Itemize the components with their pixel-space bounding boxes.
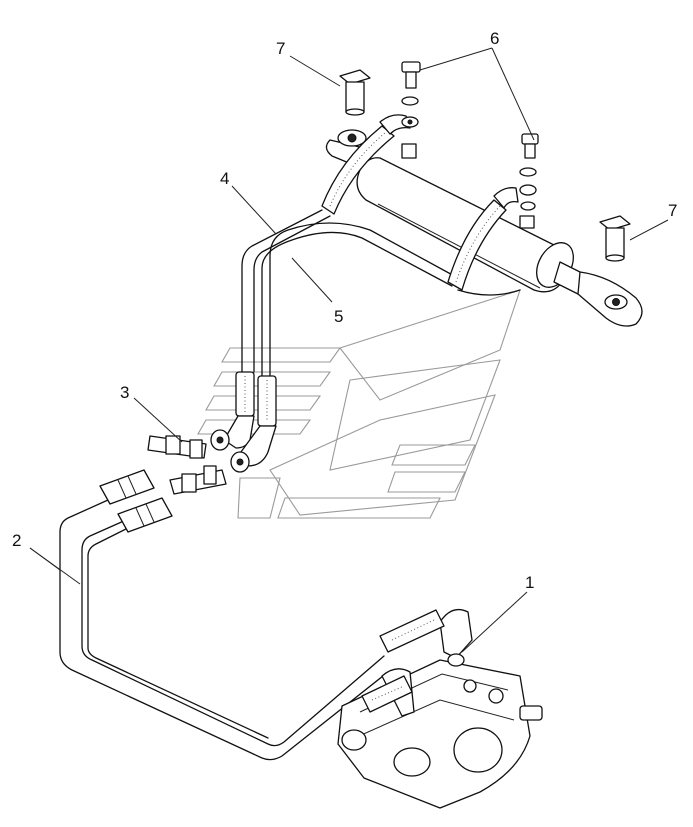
hose-end-fittings	[210, 371, 277, 473]
callout-3: 3	[120, 383, 129, 402]
control-valve	[337, 608, 543, 809]
leader-lines	[29, 47, 669, 653]
return-hoses	[59, 499, 389, 761]
callout-5: 5	[334, 307, 343, 326]
callout-1: 1	[525, 573, 534, 592]
callout-7-right: 7	[668, 201, 677, 220]
callout-7-left: 7	[276, 39, 285, 58]
callout-labels: 1 2 3 4 5 6 7 7	[12, 29, 677, 592]
callout-6: 6	[490, 29, 499, 48]
callout-4: 4	[220, 169, 229, 188]
quick-couplers	[99, 469, 173, 533]
bolts-and-washers	[401, 61, 539, 229]
pivot-pins	[339, 69, 631, 262]
callout-2: 2	[12, 531, 21, 550]
adapters	[147, 435, 227, 495]
watermark-logo	[197, 289, 521, 519]
cylinder-hoses	[241, 209, 521, 379]
